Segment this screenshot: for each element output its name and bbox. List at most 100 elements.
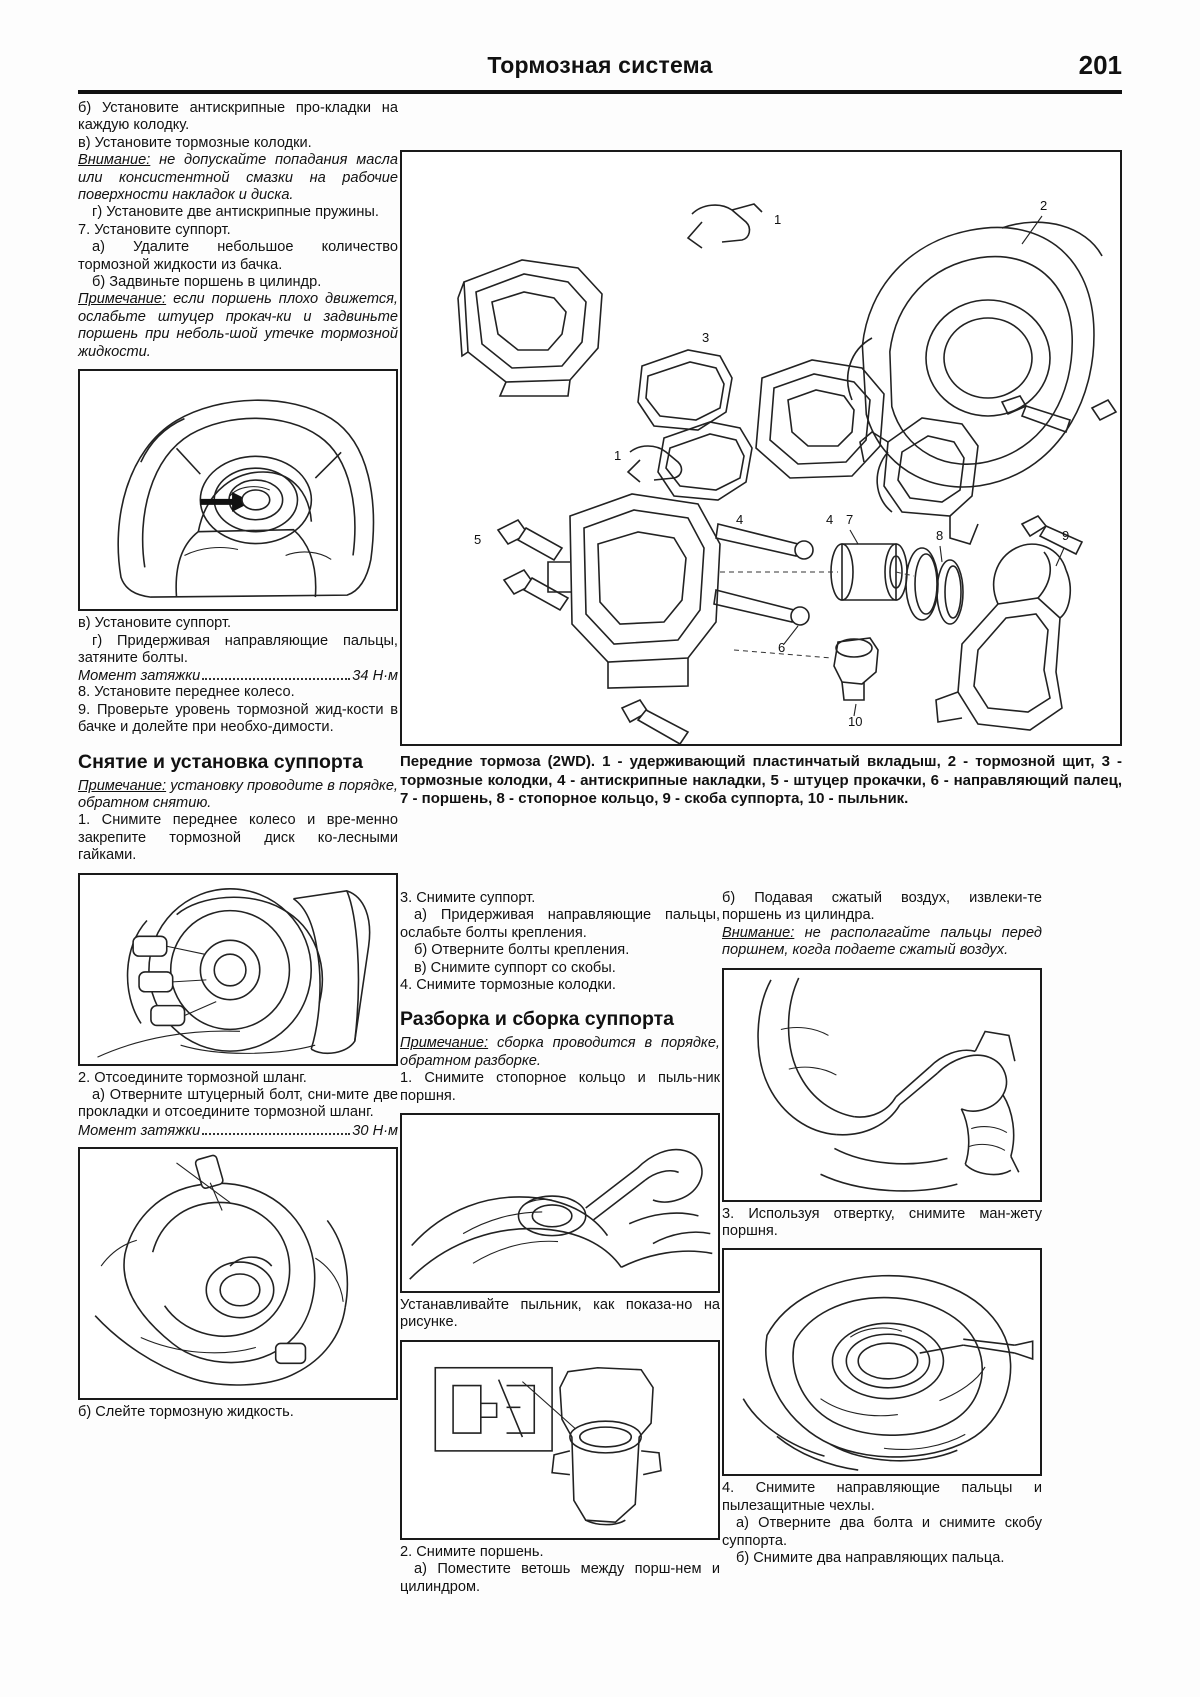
callout-10: 10 xyxy=(848,714,862,729)
warning-text: не допускайте попадания масла или консис… xyxy=(78,152,398,204)
callout-4: 4 xyxy=(736,512,743,527)
step-3: 3. Снимите суппорт. xyxy=(400,890,536,906)
step-6g: г) Установите две антискрипные пружины. xyxy=(92,204,379,221)
warning-lead: Внимание: xyxy=(78,152,151,169)
guide-pin-1 xyxy=(715,523,814,560)
removal-step-2: 2. Отсоедините тормозной шланг. xyxy=(78,1069,307,1086)
air-piston-drawing xyxy=(757,977,1020,1192)
step-6v: в) Установите тормозные колодки. xyxy=(78,134,312,151)
page-header: Тормозная система 201 xyxy=(78,50,1122,96)
note-lead: Примечание: xyxy=(78,291,167,308)
figure-caliper-piston xyxy=(78,369,398,612)
heading-caliper-overhaul: Разборка и сборка суппорта xyxy=(400,1008,675,1031)
callout-1b: 1 xyxy=(614,448,621,463)
warning2-text: не располагайте пальцы перед поршнем, ко… xyxy=(722,924,1042,959)
note2-lead: Примечание: xyxy=(78,777,167,794)
dust-boot xyxy=(833,637,879,701)
torque2-value: 30 Н·м xyxy=(352,1122,398,1139)
removal-step-2a: а) Отверните штуцерный болт, сни-мите дв… xyxy=(78,1086,398,1121)
warning-oil: Внимание: не допускайте попадания масла … xyxy=(78,152,398,204)
note3-text: сборка проводится в порядке, обратном ра… xyxy=(400,1035,720,1069)
step-3a: а) Придерживая направляющие пальцы, осла… xyxy=(400,907,720,941)
callout-1-part-top xyxy=(686,203,763,249)
figure-snapring-removal xyxy=(400,1113,720,1294)
callout-1: 1 xyxy=(774,212,781,227)
step-7v: в) Установите суппорт. xyxy=(78,615,232,632)
right-column: б) Подавая сжатый воздух, извлеки-те пор… xyxy=(722,890,1042,1567)
page-title: Тормозная система xyxy=(487,52,713,78)
torque-label: Момент затяжки xyxy=(78,668,201,685)
caption-boot-install: Устанавливайте пыльник, как показа-но на… xyxy=(400,1297,720,1331)
left-column: б) Установите антискрипные про-кладки на… xyxy=(78,100,398,1421)
hub-caliper-drawing xyxy=(97,887,371,1058)
step-2b-air: б) Подавая сжатый воздух, извлеки-те пор… xyxy=(722,890,1042,924)
heading-caliper-removal: Снятие и установка суппорта xyxy=(78,750,363,773)
brake-hose-drawing xyxy=(94,1154,349,1386)
piston xyxy=(830,543,908,601)
step-7g: г) Придерживая направляющие пальцы, затя… xyxy=(78,632,398,666)
boot-seating-drawing xyxy=(434,1366,662,1526)
overhaul-step-4: 4. Снимите направляющие пальцы и пылезащ… xyxy=(722,1480,1042,1514)
page-sheet: Тормозная система 201 б) Установите анти… xyxy=(78,50,1122,1630)
page-number: 201 xyxy=(1078,50,1122,80)
torque-dots xyxy=(202,670,351,681)
removal-step-1: 1. Снимите переднее колесо и вре-менно з… xyxy=(78,812,398,864)
figure-brake-hose xyxy=(78,1146,398,1400)
torque-value: 34 Н·м xyxy=(352,668,398,685)
note3-lead: Примечание: xyxy=(400,1035,489,1052)
overhaul-step-2a: а) Поместите ветошь между порш-нем и цил… xyxy=(400,1561,720,1595)
figure-caption: Передние тормоза (2WD). 1 - удерживающий… xyxy=(400,753,1122,809)
front-brakes-exploded-drawing: 1 3 1 xyxy=(457,198,1118,746)
figure-seal-removal xyxy=(722,1248,1042,1477)
warning2-lead: Внимание: xyxy=(722,924,795,941)
figure-caption-items: 1 - удерживающий пластинчатый вкладыш, 2… xyxy=(400,753,1122,808)
callout-5: 5 xyxy=(474,532,481,547)
callout-4b: 4 xyxy=(826,512,833,527)
note2-text: установку проводите в порядке, обратном … xyxy=(78,777,398,811)
torque2-dots xyxy=(202,1125,351,1135)
callout-7: 7 xyxy=(846,512,853,527)
note-install-order: Примечание: установку проводите в порядк… xyxy=(78,778,398,813)
step-8: 8. Установите переднее колесо. xyxy=(78,684,295,701)
torque-spec-30: Момент затяжки 30 Н·м xyxy=(78,1123,398,1139)
overhaul-step-1: 1. Снимите стопорное кольцо и пыль-ник п… xyxy=(400,1070,720,1104)
seal-removal-drawing xyxy=(742,1275,1034,1472)
caliper-piston-drawing xyxy=(117,399,375,598)
figure-front-brakes-exploded: 1 3 1 xyxy=(400,150,1122,746)
step-6b: б) Установите антискрипные про-кладки на… xyxy=(78,100,398,134)
overhaul-step-3: 3. Используя отвертку, снимите ман-жету … xyxy=(722,1205,1042,1240)
step-7: 7. Установите суппорт. xyxy=(78,221,231,238)
step-7a: а) Удалите небольшое количество тормозно… xyxy=(78,239,398,273)
callout-2: 2 xyxy=(1040,198,1047,213)
note-piston: Примечание: если поршень плохо движется,… xyxy=(78,291,398,361)
torque2-label: Момент затяжки xyxy=(78,1122,201,1139)
snapring-removal-drawing xyxy=(409,1148,713,1280)
removal-step-2b: б) Слейте тормозную жидкость. xyxy=(78,1403,294,1420)
callout-9: 9 xyxy=(1062,528,1069,543)
step-9: 9. Проверьте уровень тормозной жид-кости… xyxy=(78,701,398,736)
middle-column: 3. Снимите суппорт. а) Придерживая напра… xyxy=(400,890,720,1596)
header-rule xyxy=(78,90,1122,94)
figure-air-piston-removal xyxy=(722,967,1042,1202)
step-4: 4. Снимите тормозные колодки. xyxy=(400,977,616,994)
figure-caption-title: Передние тормоза (2WD). xyxy=(400,753,596,770)
overhaul-step-4b: б) Снимите два направляющих пальца. xyxy=(736,1550,1005,1567)
bleeder-screw-1 xyxy=(496,518,564,562)
callout-6: 6 xyxy=(778,640,785,655)
callout-8: 8 xyxy=(936,528,943,543)
step-7b: б) Задвиньте поршень в цилиндр. xyxy=(92,274,322,291)
callout-3: 3 xyxy=(702,330,709,345)
note-text: если поршень плохо движется, ослабьте шт… xyxy=(78,291,398,360)
figure-boot-seating xyxy=(400,1339,720,1540)
caliper-bracket xyxy=(935,543,1072,731)
callout-1-part-bottom xyxy=(626,445,683,483)
warning-air: Внимание: не располагайте пальцы перед п… xyxy=(722,925,1042,960)
torque-spec-34: Момент затяжки 34 Н·м xyxy=(78,668,398,684)
figure-hub-caliper xyxy=(78,872,398,1066)
snap-ring xyxy=(905,547,964,625)
overhaul-step-2: 2. Снимите поршень. xyxy=(400,1543,544,1560)
overhaul-step-4a: а) Отверните два болта и снимите скобу с… xyxy=(722,1515,1042,1549)
figure-caption-block: Передние тормоза (2WD). 1 - удерживающий… xyxy=(400,748,1122,809)
step-3v: в) Снимите суппорт со скобы. xyxy=(414,959,616,976)
